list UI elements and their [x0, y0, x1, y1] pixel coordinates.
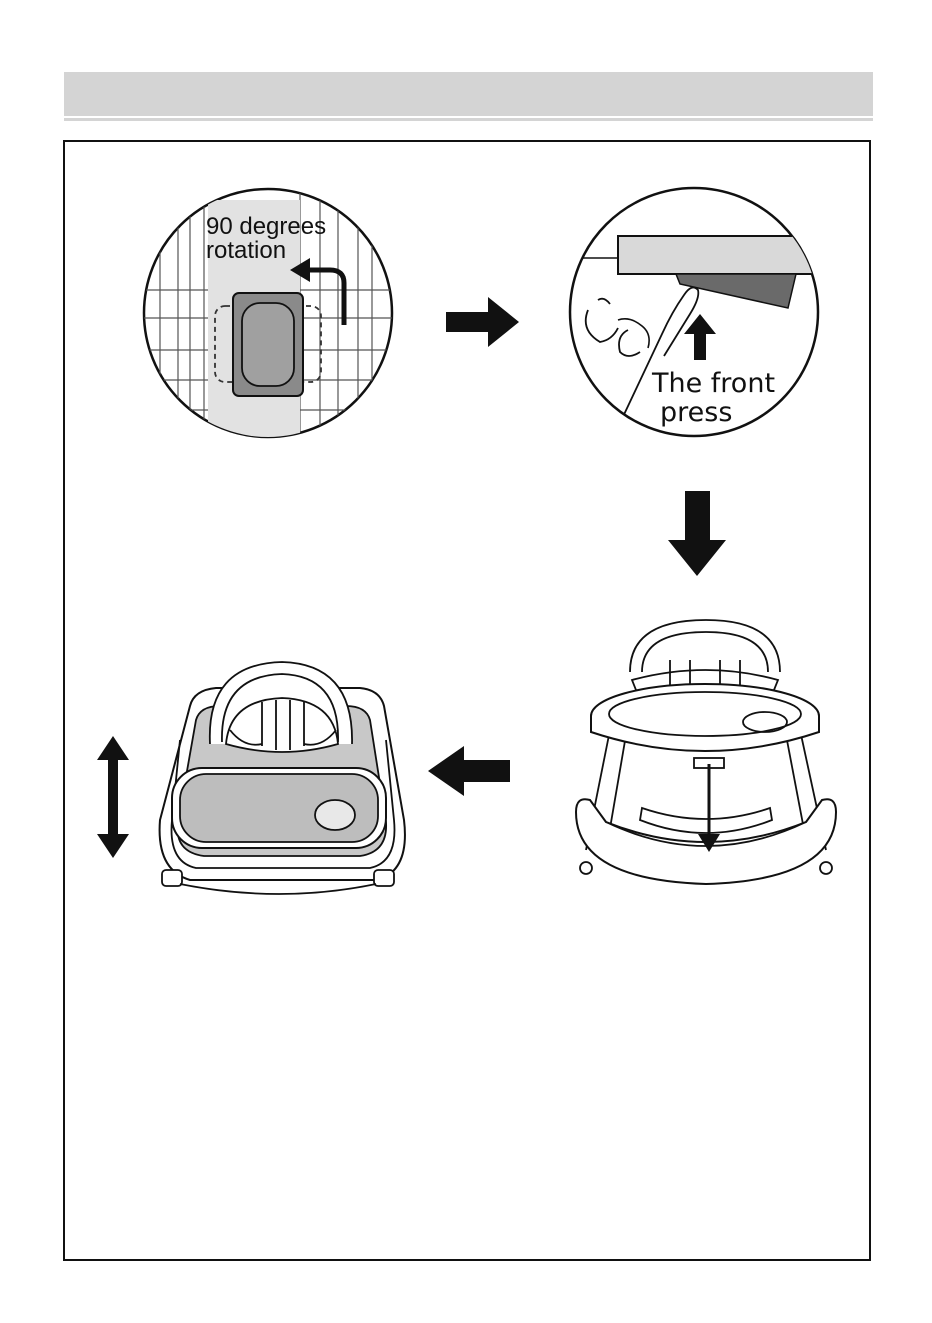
front-press-label-line2: press	[660, 397, 732, 428]
arrow-down-icon	[668, 491, 726, 576]
arrow-right-icon	[446, 297, 519, 347]
arrow-lower-icon	[698, 764, 720, 852]
walker-lowered-illustration	[160, 662, 405, 894]
rotation-label-line1: 90 degrees	[206, 213, 326, 240]
detail-front-press-circle: The front press	[560, 188, 818, 440]
arrow-updown-icon	[97, 736, 129, 858]
front-press-label-line1: The front	[651, 368, 775, 399]
detail-rotation-circle: 90 degrees rotation	[140, 180, 400, 450]
arrow-left-icon	[428, 746, 510, 796]
rotation-label-line2: rotation	[206, 237, 286, 264]
